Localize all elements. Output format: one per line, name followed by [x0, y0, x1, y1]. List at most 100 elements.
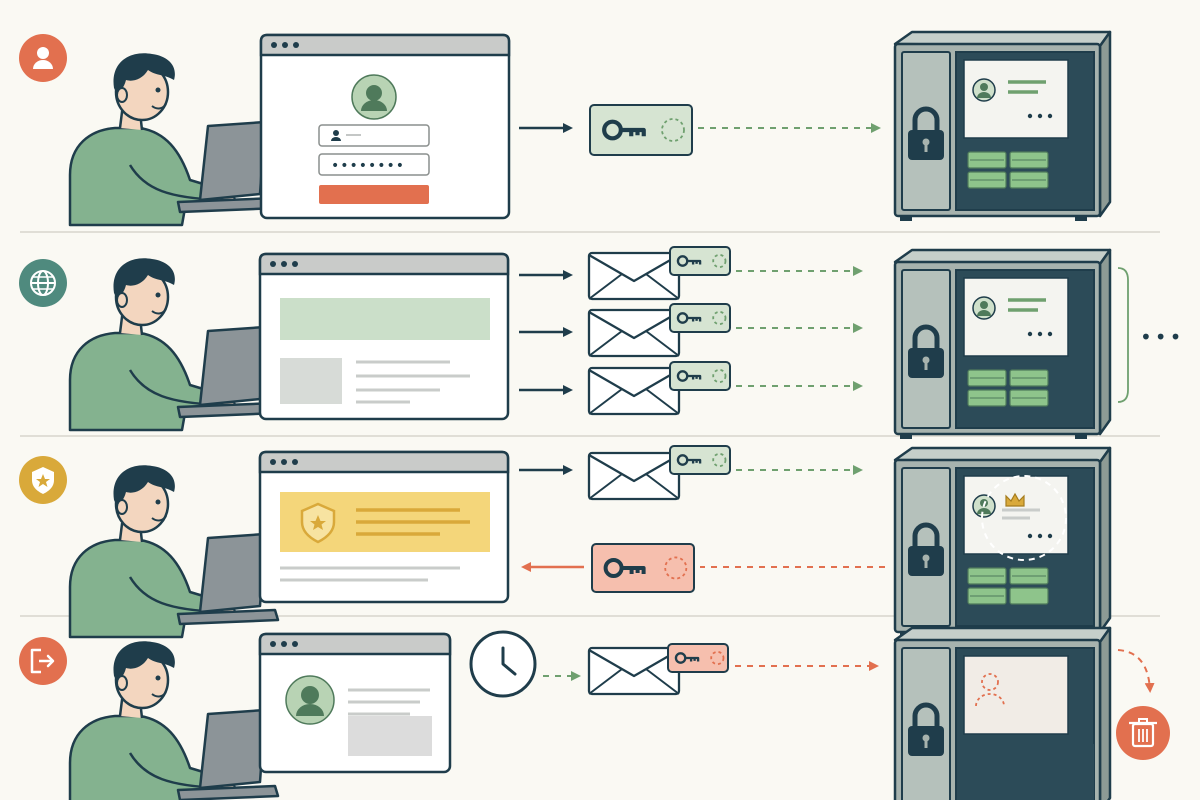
request-envelope	[587, 366, 681, 416]
privileged-window	[258, 450, 510, 604]
window-dot	[293, 42, 299, 48]
session-server-4	[893, 626, 1112, 800]
token-seal	[712, 452, 727, 468]
hair	[113, 465, 175, 504]
token-seal	[712, 368, 727, 384]
window-titlebar	[259, 33, 511, 57]
key-icon	[676, 255, 702, 267]
clock-icon	[469, 630, 537, 698]
globe-badge	[19, 259, 67, 307]
token-seal	[710, 650, 725, 666]
hair	[113, 53, 175, 92]
server-side	[1098, 626, 1112, 800]
envelope-body	[587, 646, 681, 696]
login-button	[319, 185, 429, 204]
old-token	[669, 445, 731, 475]
server-side	[1098, 30, 1112, 218]
shield-star-icon	[32, 467, 54, 494]
login-window: ••••••••	[259, 33, 511, 220]
regenerated-token	[591, 543, 695, 593]
window-dot	[271, 42, 277, 48]
key-icon	[602, 119, 646, 141]
dot	[1027, 533, 1033, 539]
server-side	[1098, 446, 1112, 634]
key-icon	[676, 454, 702, 466]
window-dot	[281, 459, 287, 465]
user-avatar-icon	[972, 78, 996, 102]
person-at-laptop	[68, 258, 280, 432]
user-avatar-icon	[972, 296, 996, 320]
person-at-laptop	[68, 53, 280, 227]
content-window	[258, 252, 510, 421]
server-side	[1098, 248, 1112, 436]
session-card	[963, 655, 1069, 735]
exit-badge	[19, 637, 67, 685]
key-icon	[676, 312, 702, 324]
dot	[1037, 533, 1043, 539]
token-seal	[712, 253, 727, 269]
laptop-screen	[198, 708, 267, 790]
token-seal	[661, 118, 685, 142]
window-dot	[270, 641, 276, 647]
request-token	[669, 246, 731, 276]
key-icon	[676, 370, 702, 382]
envelope-body	[587, 451, 681, 501]
logout-envelope	[587, 646, 681, 696]
content-block	[348, 716, 432, 756]
password-mask: ••••••••	[331, 158, 405, 174]
user-icon	[331, 130, 341, 141]
key-icon	[674, 652, 700, 664]
profile-avatar-icon	[285, 675, 335, 725]
window-dot	[282, 42, 288, 48]
user-icon	[33, 47, 53, 69]
user-badge	[19, 34, 67, 82]
dot	[1047, 533, 1053, 539]
request-envelope	[587, 308, 681, 358]
envelope-body	[587, 308, 681, 358]
crown-icon	[1005, 492, 1025, 507]
token-seal	[712, 310, 727, 326]
hair	[113, 258, 175, 297]
window-dot	[292, 261, 298, 267]
person-at-laptop	[68, 465, 280, 639]
session-token	[589, 104, 693, 156]
image-block	[280, 358, 342, 404]
lock-icon	[908, 522, 944, 576]
laptop-base	[176, 608, 280, 626]
envelope-body	[587, 251, 681, 301]
dot	[1047, 113, 1053, 119]
request-token	[669, 361, 731, 391]
dot	[1047, 331, 1053, 337]
banner-block	[280, 298, 490, 340]
dot	[1027, 331, 1033, 337]
lock-icon	[908, 106, 944, 160]
dot	[1037, 113, 1043, 119]
data-block	[1009, 587, 1049, 605]
request-token	[669, 303, 731, 333]
laptop-screen	[198, 325, 267, 407]
session-server-1	[893, 30, 1112, 221]
token-seal	[664, 556, 688, 580]
username-field	[318, 124, 430, 147]
window-dot	[270, 459, 276, 465]
window-dot	[281, 261, 287, 267]
window-titlebar	[258, 632, 452, 656]
hair	[113, 641, 175, 680]
window-dot	[270, 261, 276, 267]
discard-arrow	[1117, 649, 1155, 693]
dot	[1037, 331, 1043, 337]
password-field	[318, 153, 430, 176]
privileged-envelope	[587, 451, 681, 501]
globe-icon	[30, 270, 56, 296]
window-dot	[292, 459, 298, 465]
login-avatar-icon	[351, 74, 397, 120]
shield-star-icon	[300, 502, 336, 544]
laptop-base	[176, 784, 280, 800]
shield-star-badge	[19, 456, 67, 504]
session-server-2	[893, 248, 1112, 439]
dot	[1027, 113, 1033, 119]
empty-shelf	[964, 744, 1094, 800]
lock-icon	[908, 324, 944, 378]
request-envelope	[587, 251, 681, 301]
